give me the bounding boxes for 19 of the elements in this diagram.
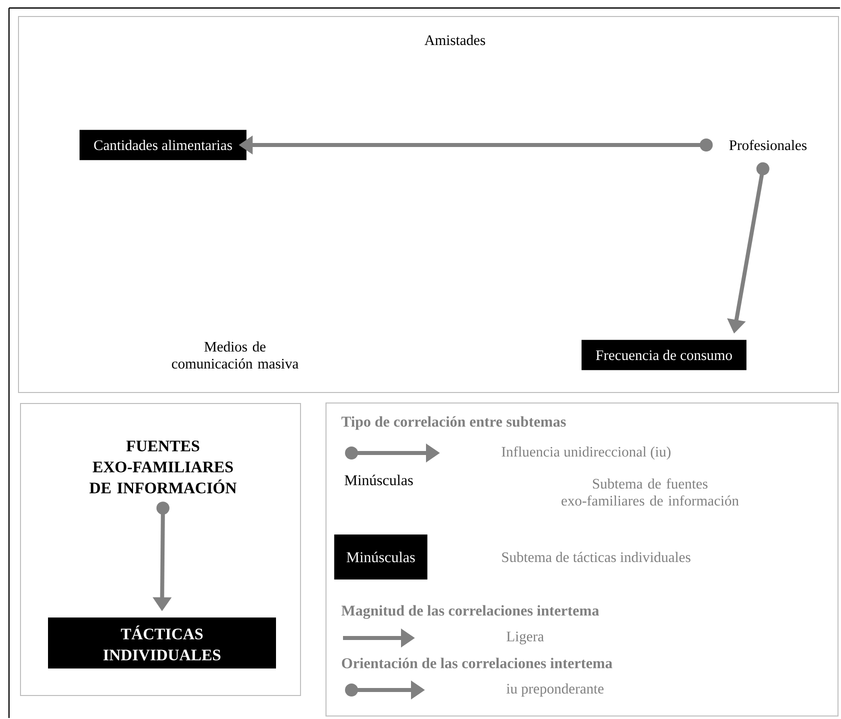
sample-text: Minúsculas: [344, 474, 413, 486]
panel-frame: [20, 403, 301, 696]
panel-frame: [18, 16, 839, 393]
topic-box: Cantidades alimentarias: [80, 130, 246, 160]
legend-text: Subtema de fuentes exo-familiares de información: [562, 478, 739, 506]
topic-box: Frecuencia de consumo: [582, 340, 746, 370]
topic-label: Profesionales: [729, 140, 807, 150]
topic-label: Medios de comunicación masiva: [172, 341, 298, 369]
topic-label: Amistades: [424, 34, 486, 46]
topic-box: TÁCTICAS INDIVIDUALES: [48, 618, 276, 668]
legend-text: Influencia unidireccional (iu): [502, 446, 670, 460]
sample-box: Minúsculas: [334, 534, 428, 580]
legend-text: iu preponderante: [506, 683, 604, 697]
legend-text: Subtema de tácticas individuales: [502, 552, 690, 562]
legend-heading: Tipo de correlación entre subtemas: [341, 416, 566, 430]
legend-heading: Orientación de las correlaciones intertema: [342, 658, 612, 668]
legend-heading: Magnitud de las correlaciones intertema: [341, 605, 599, 619]
heading-text: FUENTES EXO-FAMILIARES DE INFORMACIÓN: [90, 440, 237, 494]
legend-text: Ligera: [506, 632, 544, 644]
